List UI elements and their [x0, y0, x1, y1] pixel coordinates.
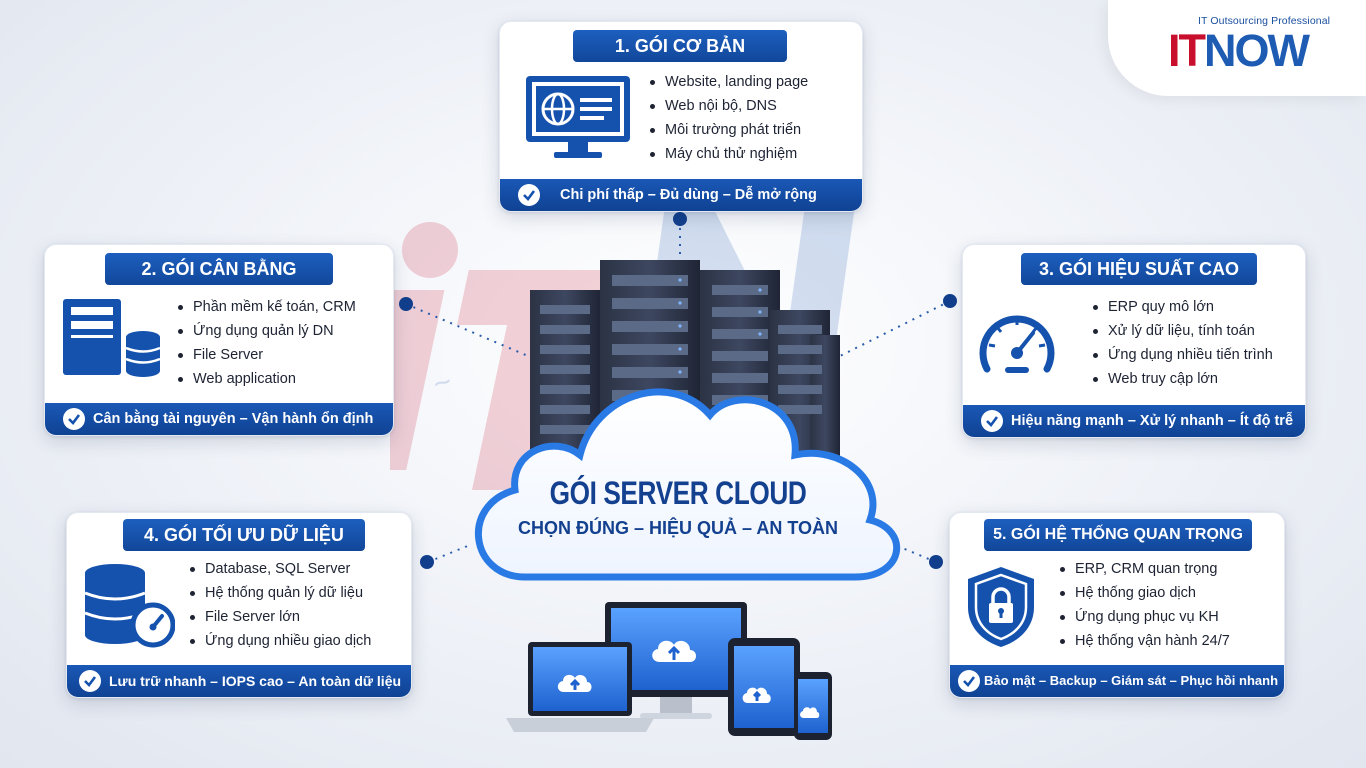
- logo-tagline: IT Outsourcing Professional: [1198, 15, 1331, 27]
- footer-text: Chi phí thấp – Đủ dùng – Dễ mở rộng: [560, 187, 817, 203]
- connector-dot-2: [399, 297, 413, 311]
- feature-item: Web truy cập lớn: [1093, 367, 1273, 391]
- feature-item: File Server lớn: [190, 605, 371, 629]
- check-icon: [79, 670, 101, 692]
- package-title: 3. GÓI HIỆU SUẤT CAO: [1021, 253, 1257, 285]
- monitor-globe-icon: [526, 76, 630, 158]
- package-features: Database, SQL Server Hệ thống quản lý dữ…: [190, 557, 371, 653]
- connector-dot-4: [420, 555, 434, 569]
- package-title: 5. GÓI HỆ THỐNG QUAN TRỌNG: [984, 519, 1252, 551]
- database-gauge-icon: [84, 564, 175, 648]
- check-icon: [518, 184, 540, 206]
- package-features: Phần mềm kế toán, CRM Ứng dụng quản lý D…: [178, 295, 356, 391]
- feature-item: Ứng dụng quản lý DN: [178, 319, 356, 343]
- center-title: GÓI SERVER CLOUD: [549, 475, 807, 511]
- package-footer: Chi phí thấp – Đủ dùng – Dễ mở rộng: [500, 179, 862, 211]
- package-footer: Bảo mật – Backup – Giám sát – Phục hồi n…: [950, 665, 1284, 697]
- feature-item: Ứng dụng nhiều giao dịch: [190, 629, 371, 653]
- connector-dot-1: [673, 212, 687, 226]
- footer-text: Bảo mật – Backup – Giám sát – Phục hồi n…: [984, 673, 1279, 688]
- feature-item: Web application: [178, 367, 356, 391]
- package-title: 1. GÓI CƠ BẢN: [573, 30, 787, 62]
- package-title: 2. GÓI CÂN BẰNG: [105, 253, 333, 285]
- check-icon: [981, 410, 1003, 432]
- feature-item: Hệ thống quản lý dữ liệu: [190, 581, 371, 605]
- logo-now: NOW: [1204, 25, 1310, 76]
- feature-item: Môi trường phát triển: [650, 118, 808, 142]
- check-icon: [63, 408, 85, 430]
- feature-item: Hệ thống vận hành 24/7: [1060, 629, 1230, 653]
- cloud-shape: [475, 388, 901, 581]
- footer-text: Lưu trữ nhanh – IOPS cao – An toàn dữ li…: [109, 673, 402, 689]
- package-title: 4. GÓI TỐI ƯU DỮ LIỆU: [123, 519, 365, 551]
- package-card-3: 3. GÓI HIỆU SUẤT CAO ERP quy mô lớn Xử l…: [962, 244, 1306, 438]
- feature-item: ERP, CRM quan trọng: [1060, 557, 1230, 581]
- feature-item: Database, SQL Server: [190, 557, 371, 581]
- package-features: ERP, CRM quan trọng Hệ thống giao dịch Ứ…: [1060, 557, 1230, 653]
- server-database-icon: [63, 299, 161, 377]
- feature-item: Ứng dụng nhiều tiến trình: [1093, 343, 1273, 367]
- package-footer: Lưu trữ nhanh – IOPS cao – An toàn dữ li…: [67, 665, 411, 697]
- feature-item: Phần mềm kế toán, CRM: [178, 295, 356, 319]
- devices-illustration: [506, 602, 832, 740]
- shield-lock-icon: [968, 567, 1034, 647]
- feature-item: Xử lý dữ liệu, tính toán: [1093, 319, 1273, 343]
- logo-wordmark: ITNOW: [1168, 25, 1310, 76]
- package-card-2: 2. GÓI CÂN BẰNG Phần mềm kế toán, CRM Ứn…: [44, 244, 394, 436]
- brand-logo: IT Outsourcing Professional ITNOW: [1108, 0, 1366, 96]
- package-card-4: 4. GÓI TỐI ƯU DỮ LIỆU Database, SQL Serv…: [66, 512, 412, 698]
- feature-item: File Server: [178, 343, 356, 367]
- package-footer: Cân bằng tài nguyên – Vận hành ổn định: [45, 403, 393, 435]
- check-icon: [958, 670, 980, 692]
- feature-item: Website, landing page: [650, 70, 808, 94]
- package-features: Website, landing page Web nội bộ, DNS Mô…: [650, 70, 808, 166]
- connector-dot-3: [943, 294, 957, 308]
- footer-text: Cân bằng tài nguyên – Vận hành ổn định: [93, 411, 374, 427]
- logo-it: IT: [1168, 25, 1206, 76]
- feature-item: Web nội bộ, DNS: [650, 94, 808, 118]
- speedometer-icon: [979, 315, 1055, 373]
- package-features: ERP quy mô lớn Xử lý dữ liệu, tính toán …: [1093, 295, 1273, 391]
- connector-dot-5: [929, 555, 943, 569]
- package-card-5: 5. GÓI HỆ THỐNG QUAN TRỌNG ERP, CRM quan…: [949, 512, 1285, 698]
- package-footer: Hiệu năng mạnh – Xử lý nhanh – Ít độ trễ: [963, 405, 1305, 437]
- feature-item: Ứng dụng phục vụ KH: [1060, 605, 1230, 629]
- center-subtitle: CHỌN ĐÚNG – HIỆU QUẢ – AN TOÀN: [517, 518, 839, 538]
- feature-item: Hệ thống giao dịch: [1060, 581, 1230, 605]
- feature-item: ERP quy mô lớn: [1093, 295, 1273, 319]
- feature-item: Máy chủ thử nghiệm: [650, 142, 808, 166]
- footer-text: Hiệu năng mạnh – Xử lý nhanh – Ít độ trễ: [1011, 413, 1294, 429]
- package-card-1: 1. GÓI CƠ BẢN Website, landing page Web …: [499, 21, 863, 212]
